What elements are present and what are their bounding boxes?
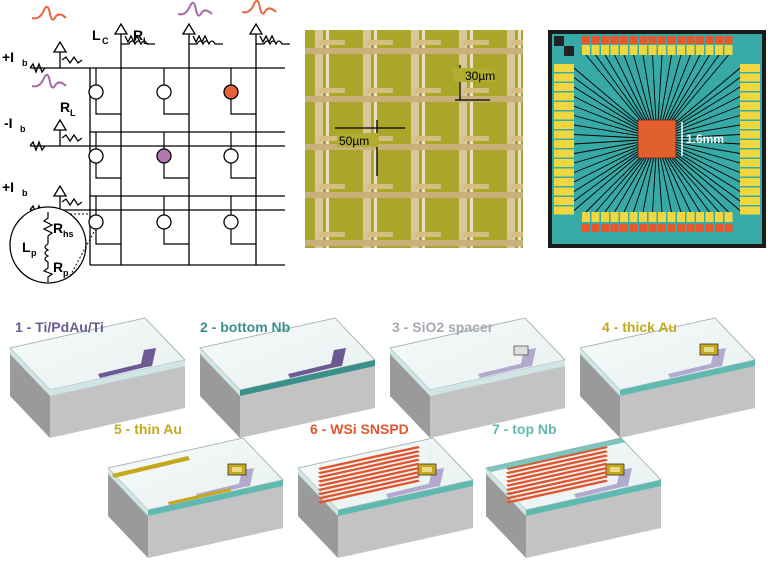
svg-text:b: b — [22, 188, 28, 198]
load-label-row2: R — [60, 99, 70, 115]
fab-step-label: 2 - bottom Nb — [200, 319, 290, 335]
fab-step-1: 1 - Ti/PdAu/Ti — [9, 317, 186, 438]
pixel-hit-orange — [223, 84, 239, 100]
svg-text:L: L — [143, 36, 149, 46]
pulse-icon — [31, 73, 67, 89]
chip-layout: 1.6mm — [548, 30, 766, 248]
pixel-rhs-label: R — [53, 220, 63, 236]
fab-step-label: 3 - SiO2 spacer — [392, 319, 494, 335]
readout-circuit-schematic: +I b -I b +I b L C R L R L L p R hs R p — [2, 0, 290, 284]
array-micrograph: 30µm 50µm — [305, 30, 523, 248]
svg-text:hs: hs — [63, 229, 74, 239]
fab-step-label: 4 - thick Au — [602, 319, 677, 335]
pixel-lp-label: L — [22, 239, 31, 255]
fab-step-label: 7 - top Nb — [492, 421, 557, 437]
svg-text:b: b — [22, 58, 28, 68]
pulse-icon — [31, 5, 67, 21]
fab-step-3: 3 - SiO2 spacer — [389, 317, 566, 438]
pixel-rp-label: R — [53, 259, 63, 275]
fab-step-label: 1 - Ti/PdAu/Ti — [15, 319, 104, 335]
fab-step-6: 6 - WSi SNSPD — [297, 421, 474, 558]
fab-step-4: 4 - thick Au — [579, 317, 756, 438]
fab-step-label: 5 - thin Au — [114, 421, 182, 437]
pulse-icon — [177, 1, 213, 17]
bias-label: +I — [2, 179, 14, 195]
pulse-icon — [241, 0, 277, 15]
scale-label-chip: 1.6mm — [686, 132, 724, 146]
fabrication-steps: 1 - Ti/PdAu/Ti 2 - bottom Nb 3 - SiO2 spac… — [9, 317, 756, 558]
scale-label-50um: 50µm — [339, 134, 369, 148]
fab-step-label: 6 - WSi SNSPD — [310, 421, 409, 437]
fab-step-7: 7 - top Nb — [485, 421, 662, 558]
svg-text:b: b — [20, 124, 26, 134]
svg-text:C: C — [102, 36, 109, 46]
pixel-detail — [9, 206, 87, 284]
fab-step-2: 2 - bottom Nb — [199, 317, 376, 438]
fab-step-5: 5 - thin Au — [107, 421, 284, 558]
detector-array — [637, 119, 677, 159]
scale-label-30um: 30µm — [465, 69, 495, 83]
svg-text:L: L — [70, 108, 76, 118]
bias-label: -I — [4, 115, 13, 131]
inductor-label: L — [92, 27, 101, 43]
load-label: R — [133, 27, 143, 43]
bias-label: +I — [2, 49, 14, 65]
pixel-hit-purple — [156, 148, 172, 164]
svg-text:p: p — [63, 268, 69, 278]
svg-text:p: p — [31, 248, 37, 258]
